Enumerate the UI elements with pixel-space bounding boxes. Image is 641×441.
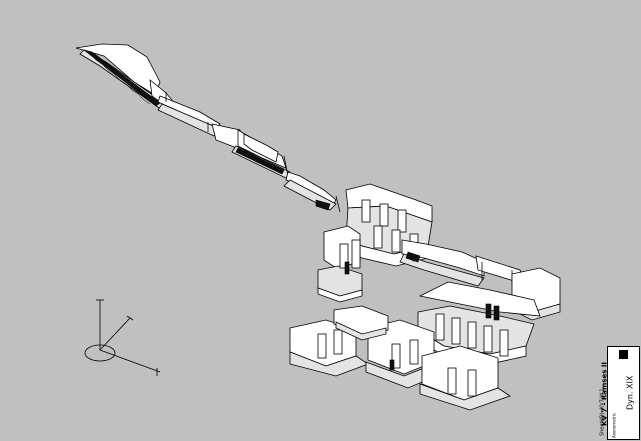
logo-mark-icon <box>619 350 628 359</box>
corridor-b <box>231 129 291 179</box>
entrance-stairway <box>75 43 173 111</box>
annex-room-left <box>317 225 363 303</box>
burial-chamber <box>417 281 541 365</box>
corridor-c <box>283 171 341 213</box>
xyz-axis-icon <box>84 299 161 376</box>
corridor-a <box>157 92 243 151</box>
small-room-top <box>333 305 389 341</box>
passage-to-burial <box>399 239 525 287</box>
tomb-name-label: KV 7 - Ramses II <box>600 361 609 427</box>
subtitle-label: Axonometric <box>611 412 617 439</box>
dynasty-label: Dyn. XIX <box>625 375 635 411</box>
title-block: Sheet(ID): KV7.W.1 KV 7 - Ramses II Axon… <box>600 346 640 440</box>
lower-chamber-right <box>419 345 511 411</box>
title-block-text: Sheet(ID): KV7.W.1 KV 7 - Ramses II Axon… <box>600 362 635 438</box>
